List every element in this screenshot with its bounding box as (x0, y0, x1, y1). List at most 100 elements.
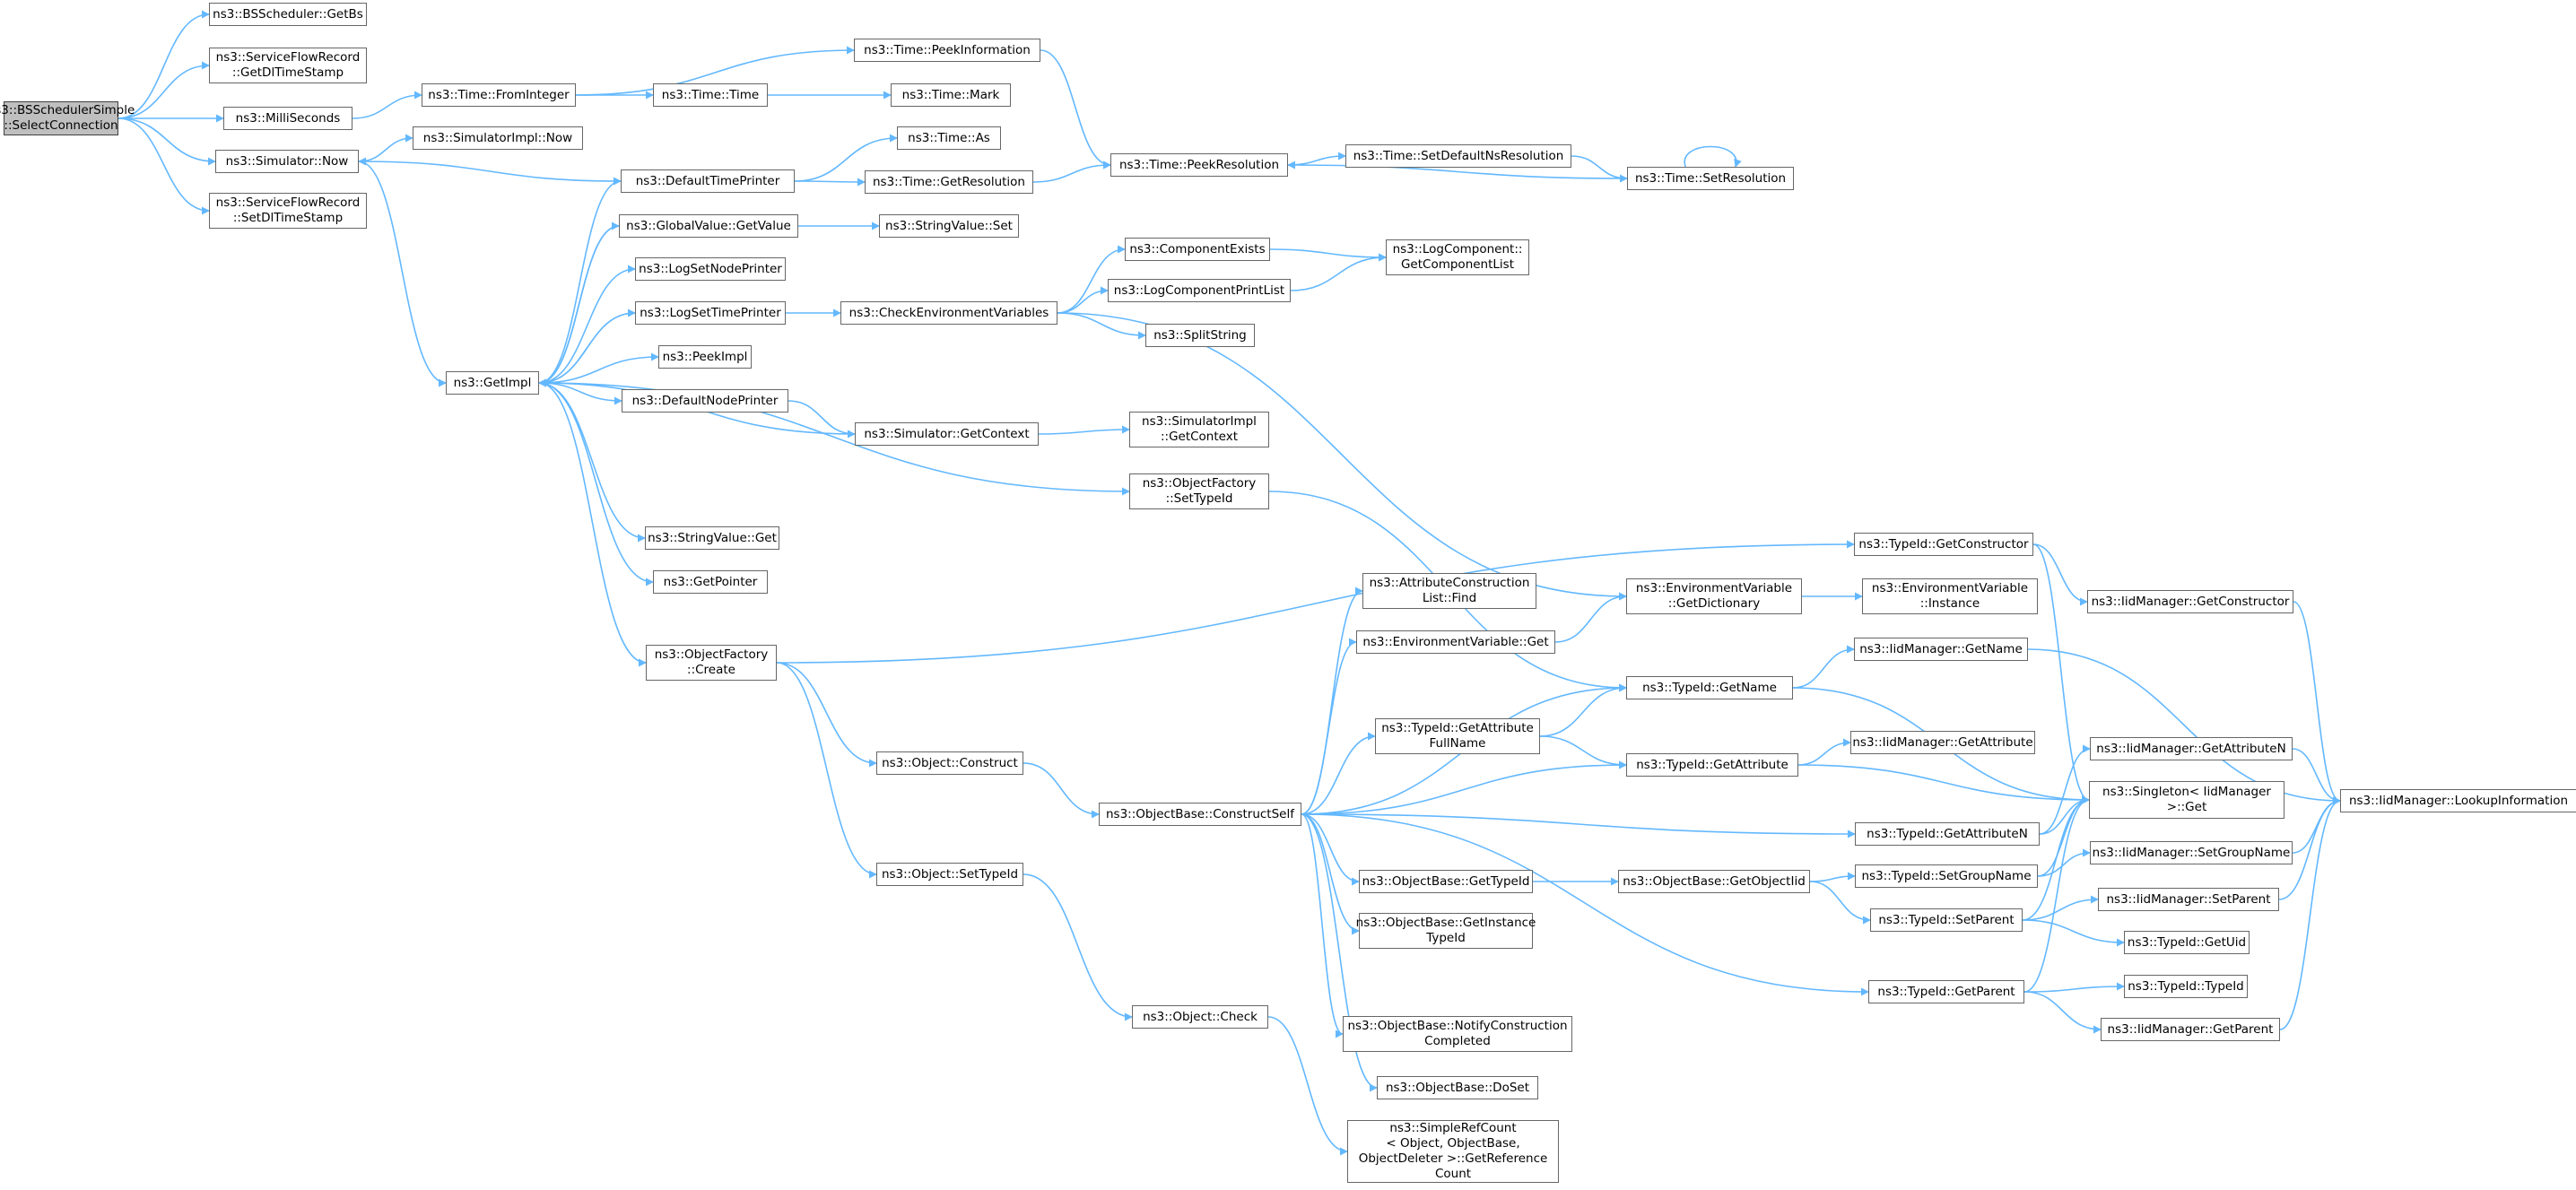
graph-node-n58[interactable]: ns3::TypeId::SetParent (1870, 908, 2023, 932)
graph-node-n43[interactable]: ns3::TypeId::GetAttribute FullName (1375, 718, 1540, 754)
graph-node-n26[interactable]: ns3::SplitString (1145, 324, 1255, 347)
graph-node-n59[interactable]: ns3::ObjectBase::GetInstance TypeId (1356, 913, 1536, 949)
graph-node-n34[interactable]: ns3::ObjectFactory ::Create (646, 645, 777, 681)
graph-node-n64[interactable]: ns3::Object::Check (1132, 1005, 1268, 1029)
call-edge (538, 312, 636, 387)
graph-node-n47[interactable]: ns3::IidManager::GetAttributeN (2090, 737, 2293, 760)
call-edge (538, 382, 647, 667)
graph-node-n63[interactable]: ns3::IidManager::GetParent (2101, 1018, 2280, 1041)
graph-node-n7[interactable]: ns3::SimulatorImpl::Now (413, 126, 583, 150)
graph-node-n46[interactable]: ns3::TypeId::GetAttribute (1626, 753, 1798, 777)
call-edge (117, 61, 210, 119)
call-edge (117, 117, 210, 215)
graph-node-n23[interactable]: ns3::LogComponentPrintList (1108, 279, 1291, 302)
call-edge (1057, 245, 1126, 314)
graph-node-n53[interactable]: ns3::Object::SetTypeId (876, 863, 1023, 886)
graph-node-n38[interactable]: ns3::EnvironmentVariable ::Instance (1862, 578, 2038, 614)
call-edge (794, 178, 866, 187)
graph-node-n25[interactable]: ns3::CheckEnvironmentVariables (840, 301, 1057, 325)
call-edge (1057, 312, 1627, 601)
call-edge (794, 134, 898, 182)
graph-node-n50[interactable]: ns3::ObjectBase::ConstructSelf (1099, 803, 1301, 826)
graph-node-n20[interactable]: ns3::LogSetNodePrinter (635, 257, 786, 281)
graph-node-n12[interactable]: ns3::Time::As (897, 126, 1001, 150)
call-edge (1301, 813, 1869, 996)
call-edge (1797, 764, 2090, 804)
graph-node-n42[interactable]: ns3::TypeId::GetName (1626, 676, 1793, 699)
graph-node-n31[interactable]: ns3::ObjectFactory ::SetTypeId (1129, 473, 1269, 509)
graph-node-n17[interactable]: ns3::Time::SetResolution (1627, 167, 1794, 190)
graph-node-n24[interactable]: ns3::LogSetTimePrinter (635, 301, 786, 325)
call-edge (2023, 991, 2102, 1034)
call-edge (1301, 813, 1360, 886)
graph-node-n4[interactable]: ns3::Simulator::Now (215, 150, 359, 173)
graph-node-n5[interactable]: ns3::ServiceFlowRecord ::SetDlTimeStamp (209, 193, 367, 229)
graph-node-n14[interactable]: ns3::Time::GetResolution (865, 170, 1033, 194)
graph-node-n27[interactable]: ns3::PeekImpl (658, 345, 752, 369)
graph-node-n19[interactable]: ns3::StringValue::Set (879, 214, 1019, 238)
graph-node-n8[interactable]: ns3::GetImpl (446, 371, 539, 395)
graph-node-n54[interactable]: ns3::ObjectBase::GetTypeId (1359, 870, 1533, 893)
call-edge (1809, 872, 1856, 882)
graph-node-n40[interactable]: ns3::EnvironmentVariable::Get (1356, 630, 1555, 654)
graph-node-n6[interactable]: ns3::Time::FromInteger (422, 83, 576, 107)
call-edge (1539, 683, 1627, 737)
call-edge (1057, 312, 1146, 340)
graph-node-n37[interactable]: ns3::EnvironmentVariable ::GetDictionary (1626, 578, 1802, 614)
graph-node-n41[interactable]: ns3::IidManager::GetName (1854, 638, 2028, 661)
graph-node-n57[interactable]: ns3::IidManager::SetParent (2098, 888, 2279, 911)
graph-node-n56[interactable]: ns3::TypeId::SetGroupName (1855, 864, 2038, 888)
graph-node-n22[interactable]: ns3::LogComponent:: GetComponentList (1386, 239, 1529, 275)
graph-node-n15[interactable]: ns3::Time::PeekResolution (1110, 153, 1288, 177)
graph-node-n2[interactable]: ns3::ServiceFlowRecord ::GetDlTimeStamp (209, 48, 367, 83)
call-edge (1539, 735, 1627, 769)
call-edge (1809, 881, 1871, 925)
graph-node-n51[interactable]: ns3::TypeId::GetAttributeN (1855, 822, 2040, 846)
graph-node-n62[interactable]: ns3::TypeId::TypeId (2124, 975, 2248, 998)
graph-node-n33[interactable]: ns3::GetPointer (653, 570, 768, 594)
graph-node-n52[interactable]: ns3::IidManager::SetGroupName (2090, 841, 2293, 864)
call-edge (538, 265, 636, 384)
graph-node-n29[interactable]: ns3::Simulator::GetContext (855, 422, 1039, 446)
graph-node-n32[interactable]: ns3::StringValue::Get (645, 526, 779, 550)
graph-node-n21[interactable]: ns3::ComponentExists (1125, 238, 1270, 261)
call-edge (2279, 796, 2341, 1030)
graph-node-n18[interactable]: ns3::GlobalValue::GetValue (619, 214, 798, 238)
graph-node-n60[interactable]: ns3::TypeId::GetUid (2124, 931, 2250, 954)
call-edge (2023, 795, 2090, 993)
call-edge (2293, 601, 2341, 805)
graph-node-n44[interactable]: ns3::IidManager::GetAttribute (1850, 731, 2035, 754)
graph-node-n30[interactable]: ns3::SimulatorImpl ::GetContext (1129, 412, 1269, 447)
graph-node-n45[interactable]: ns3::Object::Construct (876, 751, 1023, 775)
graph-node-n66[interactable]: ns3::ObjectBase::DoSet (1377, 1076, 1538, 1099)
graph-node-n13[interactable]: ns3::DefaultTimePrinter (621, 169, 795, 193)
call-edge (1040, 49, 1111, 169)
call-edge (1797, 738, 1851, 766)
graph-node-n55[interactable]: ns3::ObjectBase::GetObjectIid (1618, 870, 1810, 893)
call-edge (1792, 645, 1855, 689)
graph-node-n10[interactable]: ns3::Time::Time (653, 83, 768, 107)
call-edge (1269, 248, 1387, 262)
call-edge (1684, 145, 1742, 168)
graph-node-n0[interactable]: ns3::BSSchedulerSimple ::SelectConnectio… (0, 101, 135, 135)
graph-node-n65[interactable]: ns3::ObjectBase::NotifyConstruction Comp… (1343, 1016, 1572, 1052)
call-edge (1287, 152, 1346, 166)
graph-node-n3[interactable]: ns3::MilliSeconds (223, 107, 352, 130)
call-edge (2022, 795, 2090, 921)
graph-node-n9[interactable]: ns3::Time::PeekInformation (854, 39, 1040, 62)
call-edge (538, 177, 622, 384)
call-edge (1057, 286, 1109, 314)
call-edge (358, 157, 622, 182)
graph-node-n36[interactable]: ns3::AttributeConstruction List::Find (1362, 573, 1536, 609)
graph-node-n1[interactable]: ns3::BSScheduler::GetBs (209, 3, 367, 26)
graph-node-n48[interactable]: ns3::Singleton< IidManager >::Get (2089, 781, 2284, 819)
graph-node-n39[interactable]: ns3::IidManager::GetConstructor (2087, 590, 2293, 613)
graph-node-n49[interactable]: ns3::IidManager::LookupInformation (2340, 789, 2576, 812)
graph-node-n61[interactable]: ns3::TypeId::GetParent (1868, 980, 2024, 1003)
call-edge (2022, 895, 2099, 921)
graph-node-n11[interactable]: ns3::Time::Mark (891, 83, 1011, 107)
graph-node-n35[interactable]: ns3::TypeId::GetConstructor (1854, 533, 2033, 556)
graph-node-n16[interactable]: ns3::Time::SetDefaultNsResolution (1345, 144, 1571, 168)
graph-node-n67[interactable]: ns3::SimpleRefCount < Object, ObjectBase… (1347, 1120, 1559, 1183)
graph-node-n28[interactable]: ns3::DefaultNodePrinter (622, 389, 788, 413)
